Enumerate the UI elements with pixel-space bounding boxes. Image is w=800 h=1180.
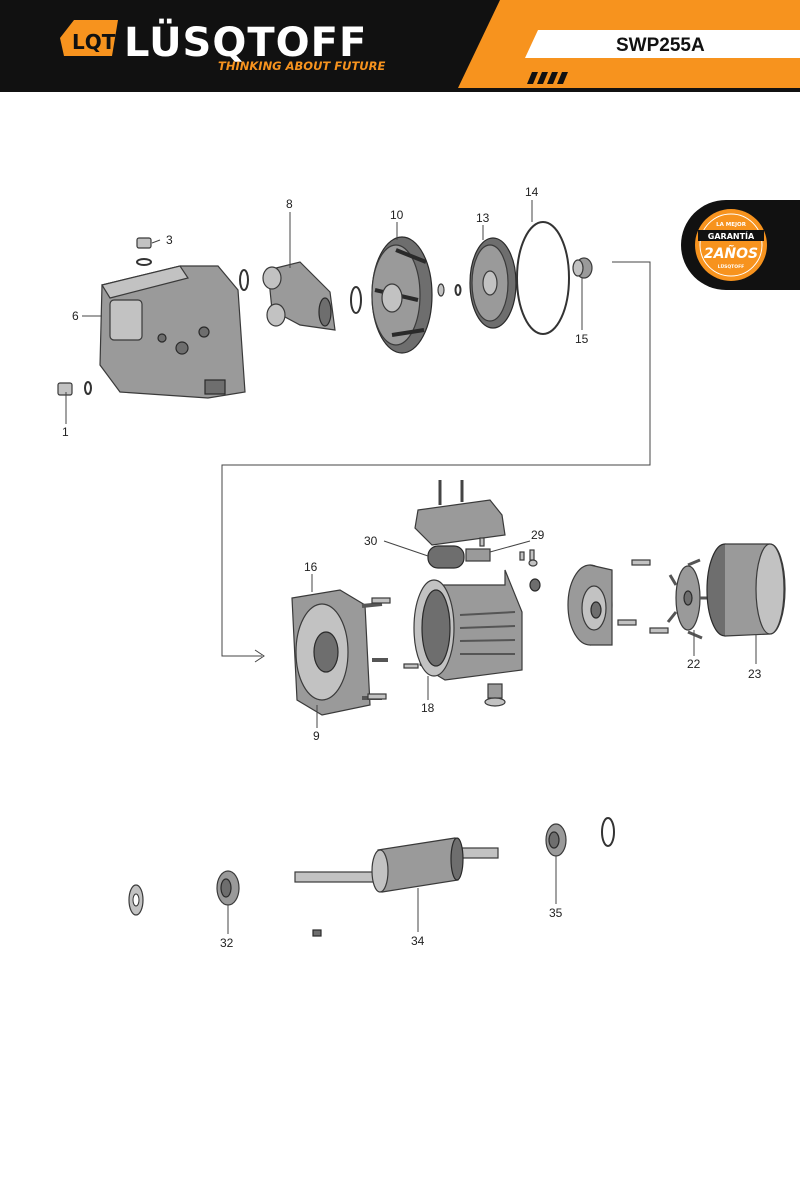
label-part-9: 9 (313, 729, 320, 743)
part-30-capacitor (427, 545, 465, 569)
rear-bearing-cover (567, 564, 613, 646)
leader-lines (65, 200, 757, 934)
brand-name: LÜSQTOFF (124, 18, 367, 66)
warranty-line-1: LA MEJOR (716, 222, 747, 228)
warranty-line-4: LÜSQTOFF (718, 263, 744, 270)
part-35-rear-bearing (545, 817, 615, 857)
part-3-priming-plug (136, 237, 152, 266)
warranty-line-3: 2AÑOS (704, 245, 758, 262)
label-part-34: 34 (411, 934, 425, 948)
label-part-32: 32 (220, 936, 234, 950)
label-part-1: 1 (62, 425, 69, 439)
label-part-35: 35 (549, 906, 563, 920)
part-14-o-ring (516, 221, 570, 335)
part-13-seal-plate (469, 237, 517, 329)
label-part-10: 10 (390, 208, 404, 222)
label-part-14: 14 (525, 185, 539, 199)
label-part-3: 3 (166, 233, 173, 247)
part-10-impeller (371, 236, 462, 354)
label-part-18: 18 (421, 701, 435, 715)
part-32-front-bearing (128, 870, 240, 916)
part-8-diffuser (262, 261, 362, 331)
label-part-29: 29 (531, 528, 545, 542)
warranty-line-2: GARANTÍA (708, 230, 755, 241)
label-part-30: 30 (364, 534, 378, 548)
brand-logo: LQT LÜSQTOFF THINKING ABOUT FUTURE (60, 18, 385, 73)
warranty-seal-icon (695, 209, 767, 281)
model-number: SWP255A (616, 35, 705, 56)
page-header: LQT LÜSQTOFF THINKING ABOUT FUTURE SWP25… (0, 0, 800, 92)
part-23-fan-cover (706, 543, 786, 637)
assembly-flow-line (221, 261, 651, 657)
brand-tagline: THINKING ABOUT FUTURE (218, 59, 385, 73)
part-22-cooling-fan (666, 558, 712, 640)
part-1-drain-plug (57, 381, 92, 396)
terminal-box-cover (414, 480, 506, 546)
warranty-badge: LA MEJOR GARANTÍA 2AÑOS LÜSQTOFF (681, 200, 800, 290)
part-15-mechanical-seal (572, 257, 593, 279)
model-banner (525, 30, 800, 58)
header-stripes (527, 72, 568, 84)
part-labels: 1 3 6 8 10 13 14 15 16 9 18 30 29 22 23 … (62, 185, 762, 950)
label-part-6: 6 (72, 309, 79, 323)
label-part-16: 16 (304, 560, 318, 574)
part-29-terminal-block (465, 537, 541, 592)
part-34-rotor-shaft (294, 837, 499, 937)
label-part-8: 8 (286, 197, 293, 211)
label-part-15: 15 (575, 332, 589, 346)
label-part-23: 23 (748, 667, 762, 681)
logo-mark-shape (60, 20, 118, 56)
motor-bolts (367, 559, 669, 700)
flow-arrow-icon (254, 649, 265, 663)
label-part-22: 22 (687, 657, 701, 671)
logo-mark-text: LQT (72, 30, 116, 54)
part-6-pump-body (99, 265, 249, 399)
part-18-motor-housing (413, 569, 523, 707)
label-part-13: 13 (476, 211, 490, 225)
